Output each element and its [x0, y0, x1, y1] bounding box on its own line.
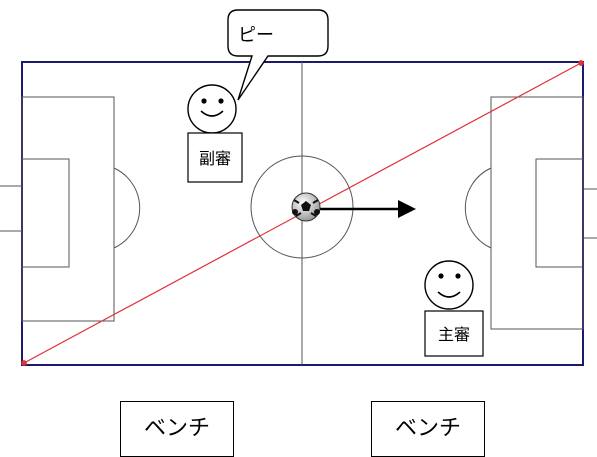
main-referee-box: 主審 — [424, 310, 484, 357]
bench-right: ベンチ — [371, 401, 485, 457]
main-referee-face-icon — [424, 260, 474, 310]
bench-left: ベンチ — [120, 401, 234, 457]
assistant-referee-box: 副審 — [187, 132, 243, 183]
assistant-referee-label: 副審 — [199, 149, 231, 168]
bench-left-label: ベンチ — [143, 416, 210, 441]
bench-right-label: ベンチ — [394, 416, 461, 441]
soccer-ball-icon — [291, 192, 321, 222]
assistant-referee-face-icon — [187, 84, 237, 134]
speech-bubble-text: ピー — [238, 25, 274, 46]
main-referee-label: 主審 — [438, 325, 470, 344]
speech-bubble: ピー — [227, 9, 329, 101]
arrow-head — [398, 200, 416, 218]
